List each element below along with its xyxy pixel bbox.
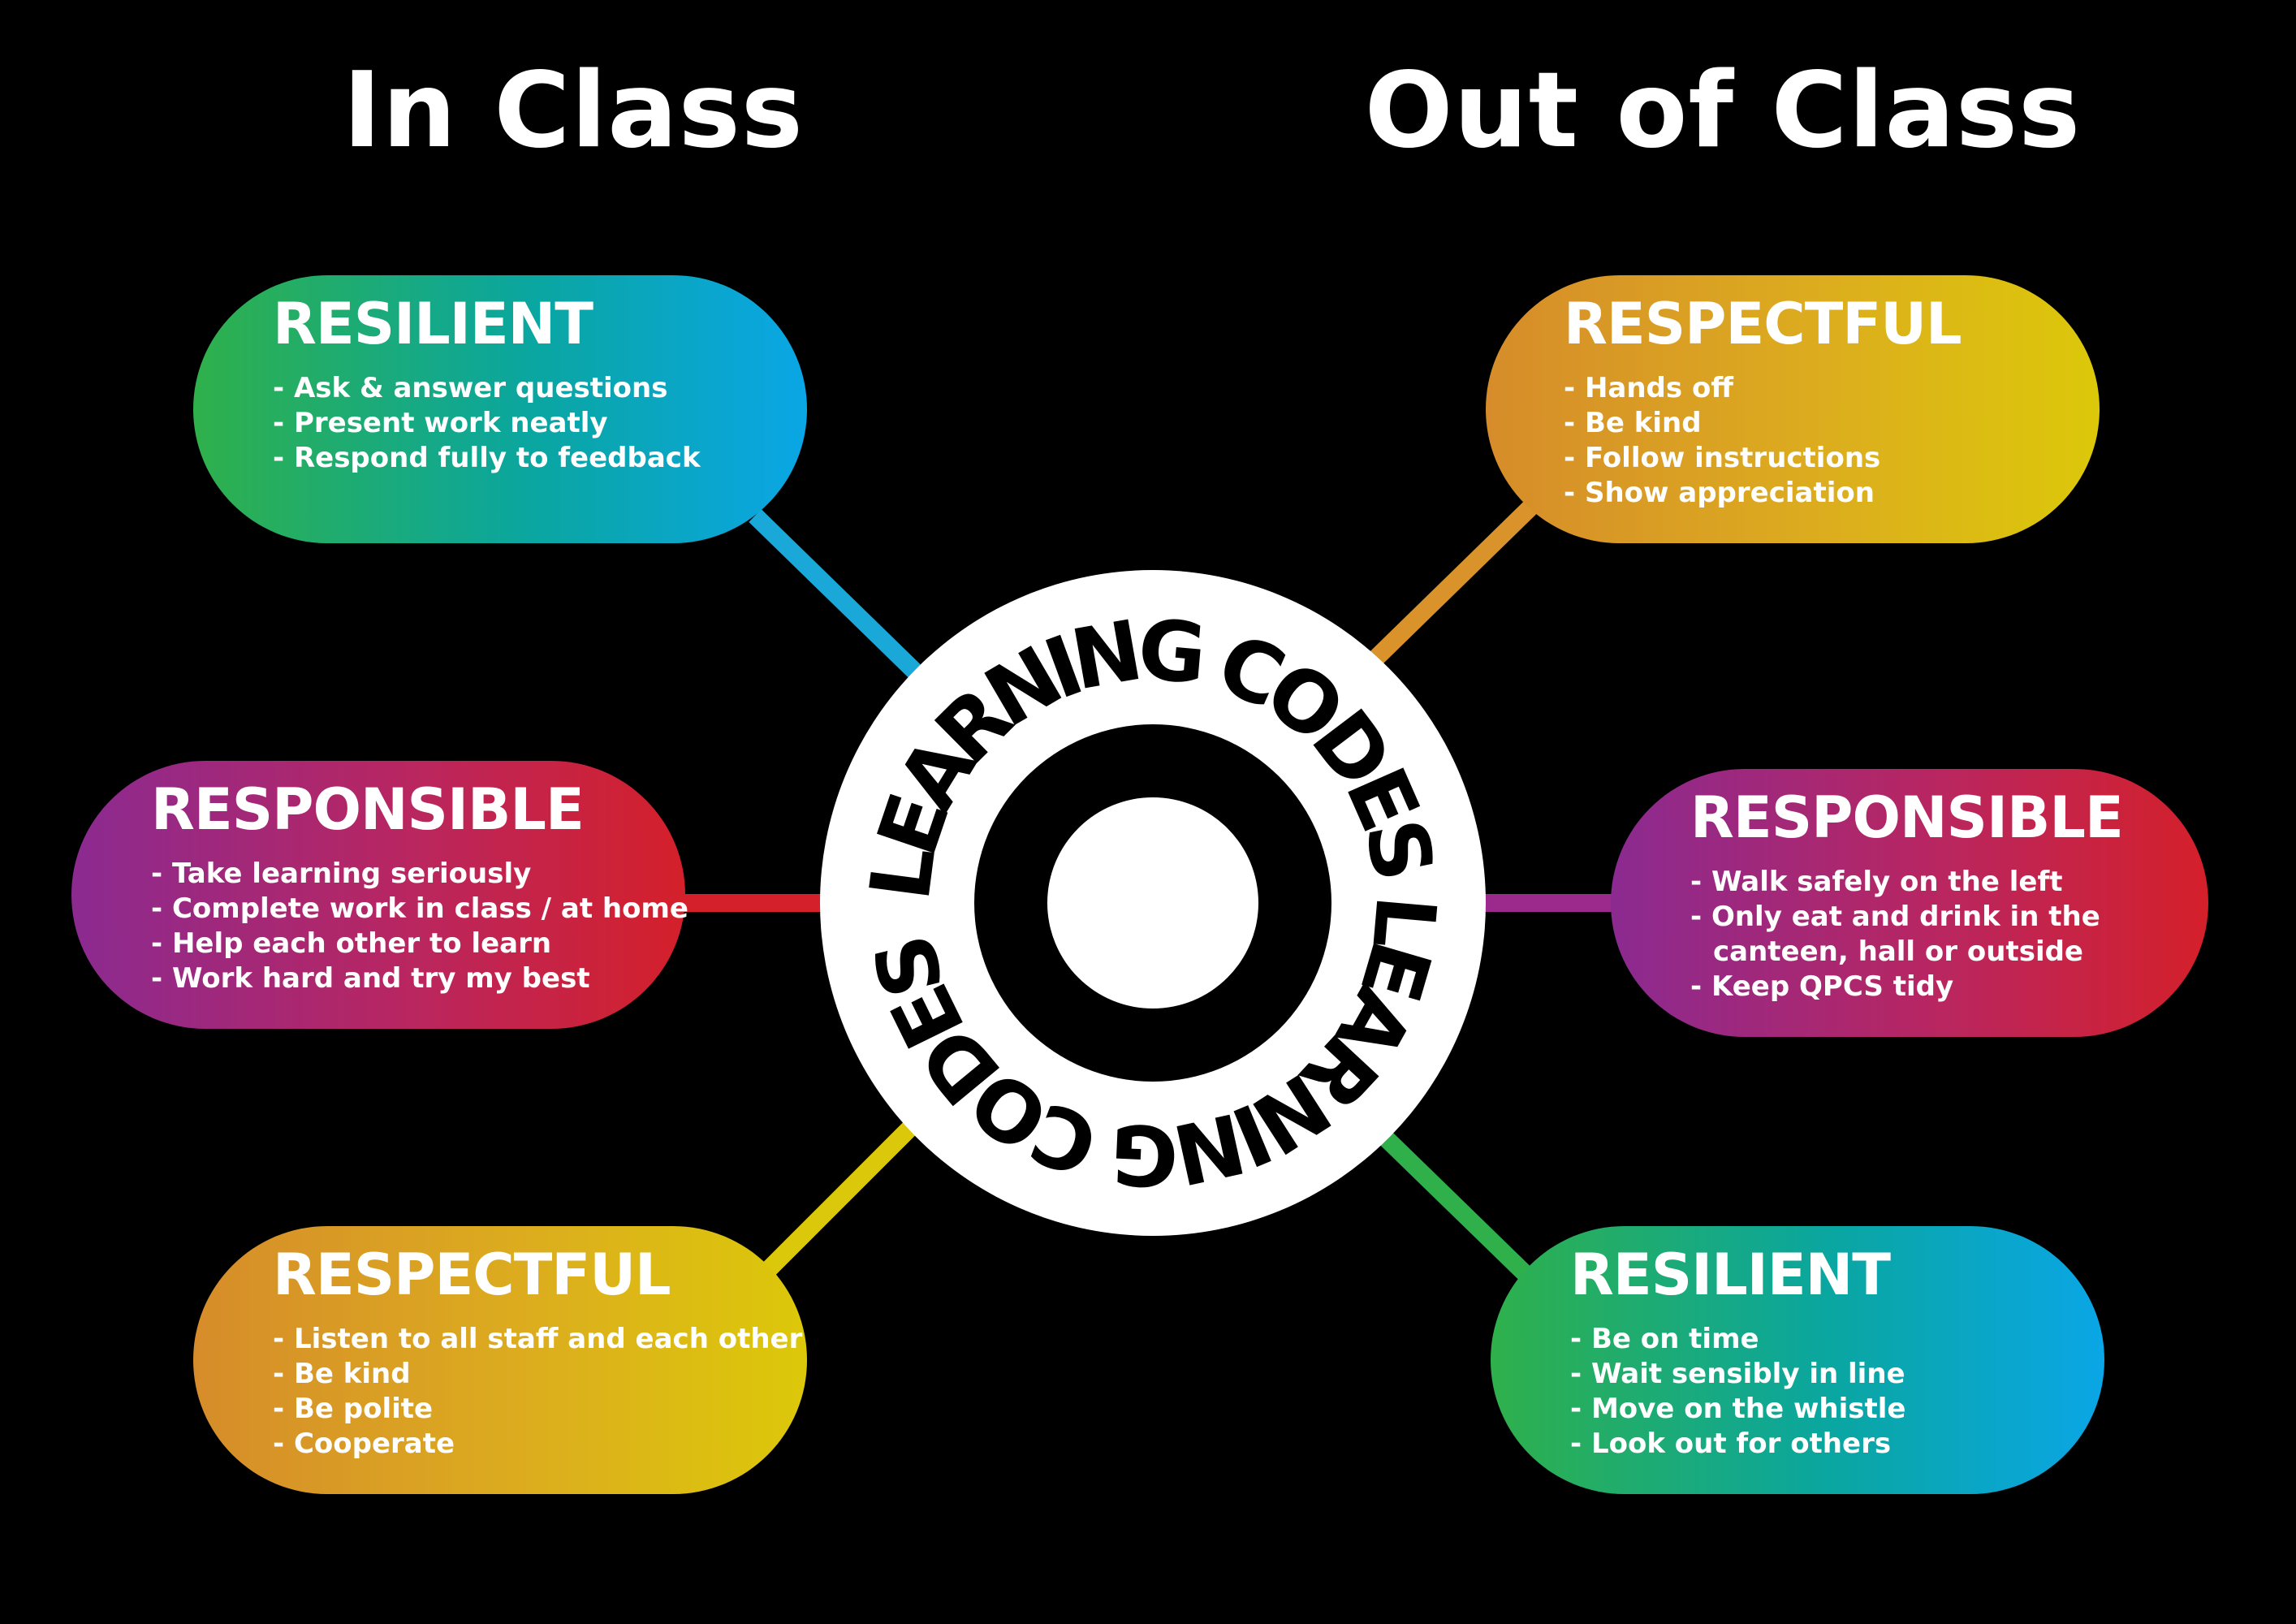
list-item: Respond fully to feedback [273, 441, 807, 476]
list-item: Wait sensibly in line [1570, 1357, 2104, 1392]
card-list: Take learning seriously Complete work in… [151, 857, 688, 996]
card-list: Be on time Wait sensibly in line Move on… [1570, 1322, 2104, 1462]
connector-in-respectful [761, 1114, 924, 1277]
in-class-resilient-card: RESILIENT Ask & answer questions Present… [193, 275, 807, 543]
in-class-heading: In Class [343, 50, 804, 171]
card-title: RESPONSIBLE [1690, 784, 2124, 851]
list-item: Only eat and drink in the canteen, hall … [1690, 900, 2233, 970]
list-item: Be on time [1570, 1322, 2104, 1357]
list-item: Cooperate [273, 1427, 807, 1462]
card-title: RESPECTFUL [1564, 291, 1962, 357]
card-title: RESILIENT [1570, 1242, 1891, 1308]
card-list: Ask & answer questions Present work neat… [273, 371, 807, 476]
card-title: RESPONSIBLE [151, 776, 585, 843]
list-item: Hands off [1564, 371, 2100, 406]
out-of-class-respectful-card: RESPECTFUL Hands off Be kind Follow inst… [1486, 275, 2100, 543]
list-item: Help each other to learn [151, 926, 685, 961]
list-item: Work hard and try my best [151, 961, 685, 996]
in-class-respectful-card: RESPECTFUL Listen to all staff and each … [193, 1226, 807, 1494]
list-item: Present work neatly [273, 406, 807, 441]
list-item: Complete work in class / at home [151, 892, 688, 926]
emblem-inner-disc [1047, 797, 1258, 1009]
connector-in-resilient [749, 509, 924, 680]
card-list: Hands off Be kind Follow instructions Sh… [1564, 371, 2100, 511]
card-list: Listen to all staff and each other Be ki… [273, 1322, 807, 1462]
card-title: RESPECTFUL [273, 1242, 671, 1308]
list-item: Be polite [273, 1392, 807, 1427]
card-list: Walk safely on the left Only eat and dri… [1690, 865, 2208, 1004]
list-item: Be kind [1564, 406, 2100, 441]
connector-out-resilient [1370, 1122, 1533, 1281]
card-title: RESILIENT [273, 291, 593, 357]
out-of-class-resilient-card: RESILIENT Be on time Wait sensibly in li… [1491, 1226, 2104, 1494]
out-of-class-heading: Out of Class [1364, 50, 2082, 171]
out-of-class-responsible-card: RESPONSIBLE Walk safely on the left Only… [1611, 769, 2208, 1037]
list-item: Take learning seriously [151, 857, 685, 892]
list-item: Walk safely on the left [1690, 865, 2208, 900]
list-item: Listen to all staff and each other [273, 1322, 807, 1357]
list-item: Look out for others [1570, 1427, 2104, 1462]
list-item: Keep QPCS tidy [1690, 970, 2208, 1004]
list-item: Ask & answer questions [273, 371, 807, 406]
list-item: Move on the whistle [1570, 1392, 2104, 1427]
list-item: Follow instructions [1564, 441, 2100, 476]
list-item: Show appreciation [1564, 476, 2100, 511]
list-item: Be kind [273, 1357, 807, 1392]
in-class-responsible-card: RESPONSIBLE Take learning seriously Comp… [71, 761, 688, 1029]
connector-out-respectful [1357, 497, 1541, 676]
